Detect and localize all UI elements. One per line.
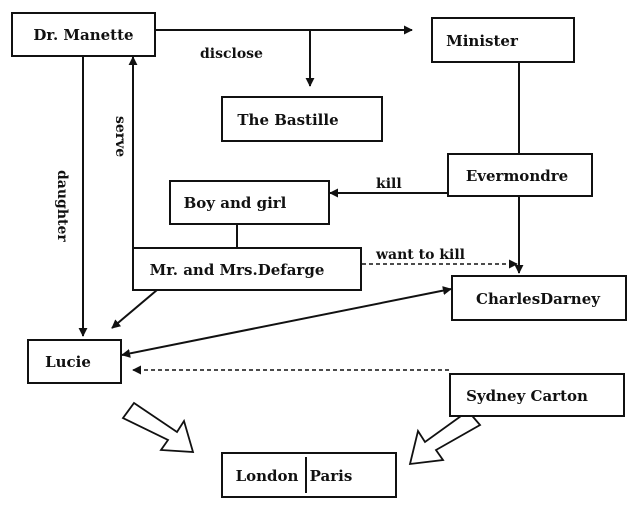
node-boy-and-girl: Boy and girl xyxy=(169,180,330,225)
node-charles-darney: CharlesDarney xyxy=(451,275,627,321)
edge-label-want-to-kill: want to kill xyxy=(375,247,465,263)
edge-lucie-darney xyxy=(121,286,452,358)
node-label: Boy and girl xyxy=(184,194,287,212)
node-defarge: Mr. and Mrs.Defarge xyxy=(132,247,362,291)
node-sydney-carton: Sydney Carton xyxy=(449,373,625,417)
edge-label-serve: serve xyxy=(112,116,128,157)
node-label: The Bastille xyxy=(237,111,338,129)
node-lucie: Lucie xyxy=(27,339,122,384)
block-arrow-carton-to-paris xyxy=(408,409,482,466)
node-label: Mr. and Mrs.Defarge xyxy=(150,261,325,279)
edge-defarge-lucie xyxy=(111,289,158,329)
node-label: Minister xyxy=(446,32,519,50)
node-label-london: London xyxy=(236,467,299,485)
node-dr-manette: Dr. Manette xyxy=(11,12,156,57)
node-label-paris: Paris xyxy=(310,467,353,485)
node-the-bastille: The Bastille xyxy=(221,96,383,142)
block-arrow-lucie-to-london xyxy=(121,401,195,453)
node-label: Evermondre xyxy=(466,167,568,185)
node-london-paris: London Paris xyxy=(221,452,397,498)
edge-label-disclose: disclose xyxy=(200,46,263,62)
node-label: Lucie xyxy=(45,353,91,371)
node-evermondre: Evermondre xyxy=(447,153,593,197)
node-label: Sydney Carton xyxy=(466,387,588,405)
node-label: CharlesDarney xyxy=(476,290,601,308)
edge-label-kill: kill xyxy=(376,176,402,192)
node-label: Dr. Manette xyxy=(33,26,133,44)
node-minister: Minister xyxy=(431,17,575,63)
edge-label-daughter: daughter xyxy=(54,170,70,242)
